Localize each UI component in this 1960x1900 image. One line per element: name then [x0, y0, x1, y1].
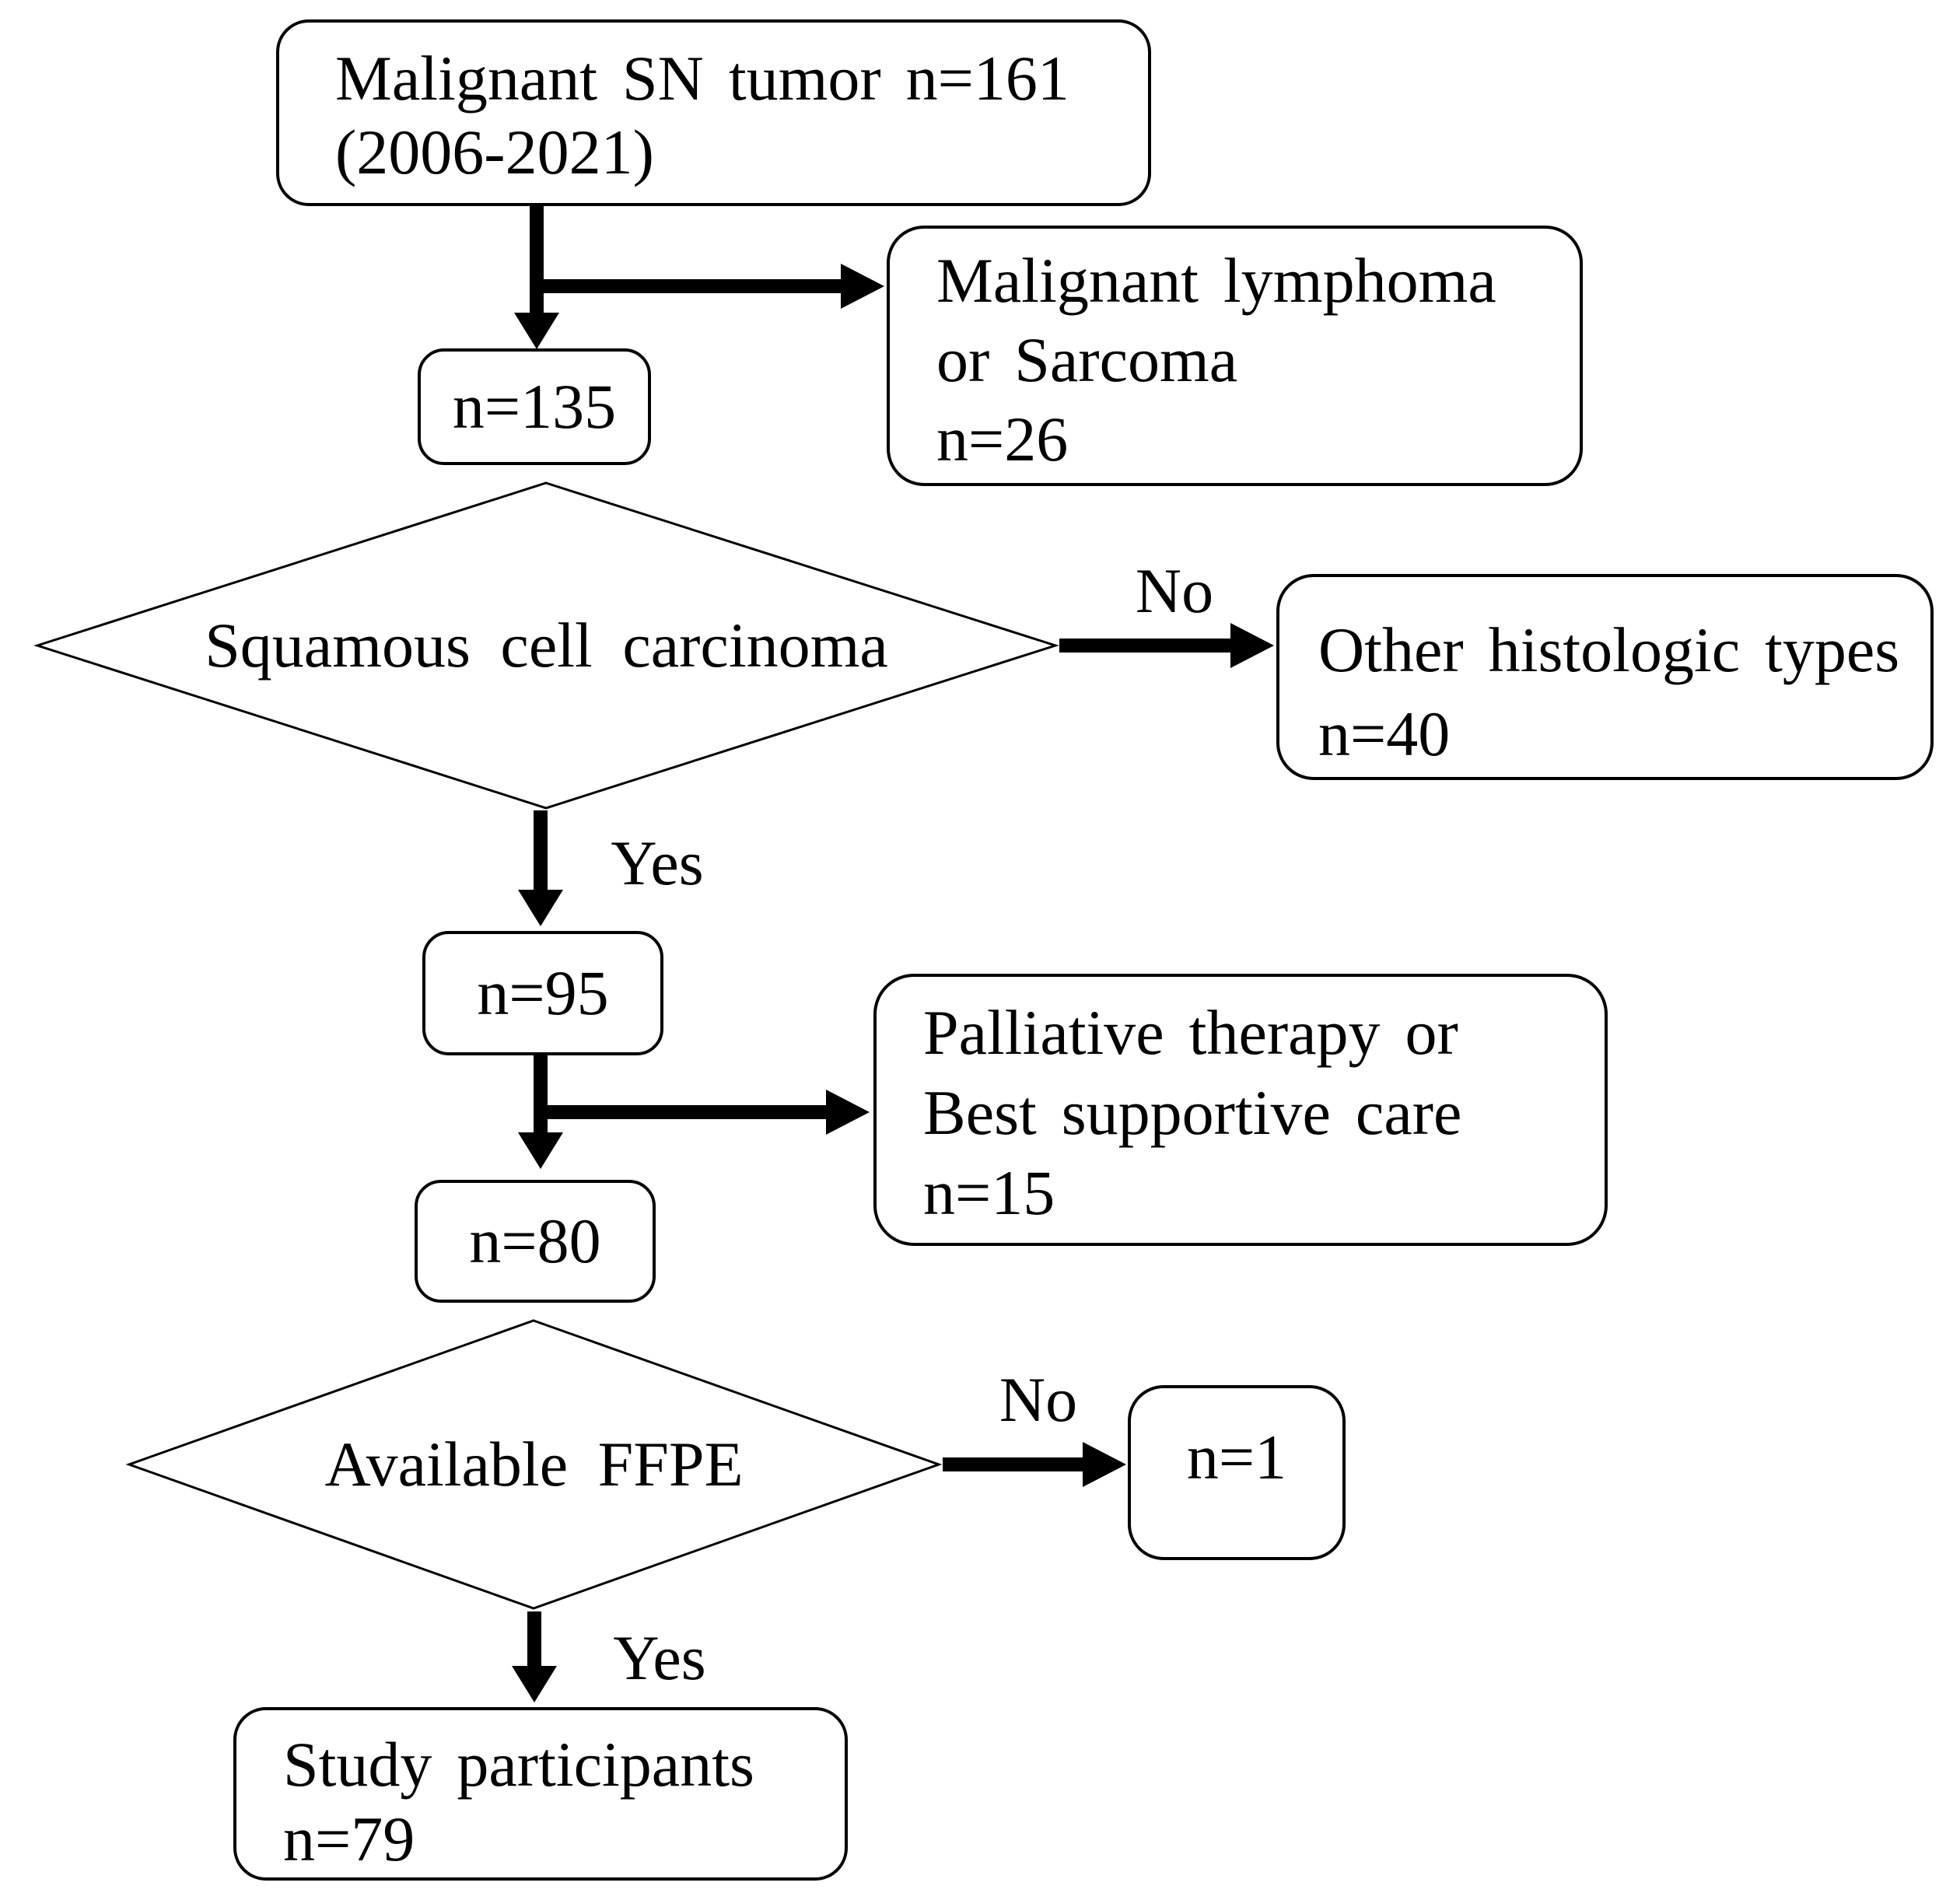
connector-n95-to-palliative [534, 1105, 828, 1119]
node-n80: n=80 [415, 1180, 656, 1303]
node-palliative-therapy: Palliative therapy or Best supportive ca… [873, 974, 1608, 1246]
node-n95: n=95 [422, 931, 663, 1055]
decision-squamous-cell-carcinoma: Squamous cell carcinoma [35, 481, 1058, 810]
edge-label-text: Yes [611, 828, 704, 898]
edge-label-text: Yes [613, 1622, 706, 1693]
node-line: n=80 [469, 1205, 601, 1276]
decision-available-ffpe: Available FFPE [127, 1318, 941, 1611]
node-line: Malignant lymphoma [936, 245, 1496, 316]
node-line: (2006-2021) [335, 117, 654, 187]
diamond-outline [33, 481, 1059, 810]
node-line: Study participants [283, 1729, 754, 1800]
connector-start-to-n135 [530, 206, 544, 315]
connector-start-to-lymphoma [530, 279, 841, 293]
node-line: n=15 [923, 1157, 1055, 1228]
node-n135: n=135 [418, 348, 651, 465]
connector-ffpe-to-n1 [943, 1457, 1084, 1471]
edge-label-text: No [999, 1364, 1078, 1435]
node-other-histologic-types: Other histologic types n=40 [1276, 574, 1934, 780]
node-malignant-lymphoma-or-sarcoma: Malignant lymphoma or Sarcoma n=26 [887, 226, 1583, 486]
edge-label-yes-ffpe: Yes [593, 1622, 726, 1693]
edge-label-text: No [1135, 555, 1214, 626]
decision-label: Squamous cell carcinoma [205, 610, 888, 681]
node-line: n=79 [283, 1804, 415, 1874]
diamond-shape [125, 1319, 943, 1610]
decision-label: Available FFPE [324, 1429, 744, 1499]
node-line: n=135 [452, 371, 617, 442]
connector-ffpe-to-study [527, 1611, 541, 1668]
node-n1: n=1 [1128, 1385, 1346, 1560]
node-line: n=26 [936, 404, 1069, 474]
node-line: n=40 [1318, 698, 1451, 769]
node-line: Malignant SN tumor n=161 [335, 43, 1069, 114]
node-line: Best supportive care [923, 1077, 1462, 1148]
node-study-participants: Study participants n=79 [233, 1707, 848, 1881]
arrowhead-down-icon [514, 313, 559, 349]
diamond-outline [125, 1319, 943, 1610]
arrowhead-down-icon [518, 1132, 563, 1169]
arrowhead-right-icon [1083, 1442, 1126, 1487]
arrowhead-down-icon [518, 890, 563, 926]
edge-label-no-ffpe: No [968, 1364, 1108, 1435]
connector-n95-to-n80 [534, 1055, 548, 1135]
node-line: n=95 [477, 957, 609, 1028]
arrowhead-right-icon [1230, 623, 1274, 668]
edge-label-yes-scc: Yes [587, 828, 727, 898]
node-line: Palliative therapy or [923, 997, 1458, 1068]
node-line: n=1 [1186, 1421, 1287, 1492]
diamond-shape [33, 481, 1059, 810]
node-line: or Sarcoma [936, 324, 1238, 395]
node-line: Other histologic types [1318, 614, 1900, 685]
arrowhead-right-icon [826, 1090, 870, 1135]
connector-scc-to-other-histologic [1059, 639, 1232, 653]
edge-label-no-scc: No [1104, 555, 1244, 626]
connector-scc-to-n95 [534, 810, 548, 892]
arrowhead-right-icon [841, 264, 884, 309]
node-malignant-sn-tumor: Malignant SN tumor n=161 (2006-2021) [276, 19, 1151, 206]
arrowhead-down-icon [512, 1666, 557, 1702]
